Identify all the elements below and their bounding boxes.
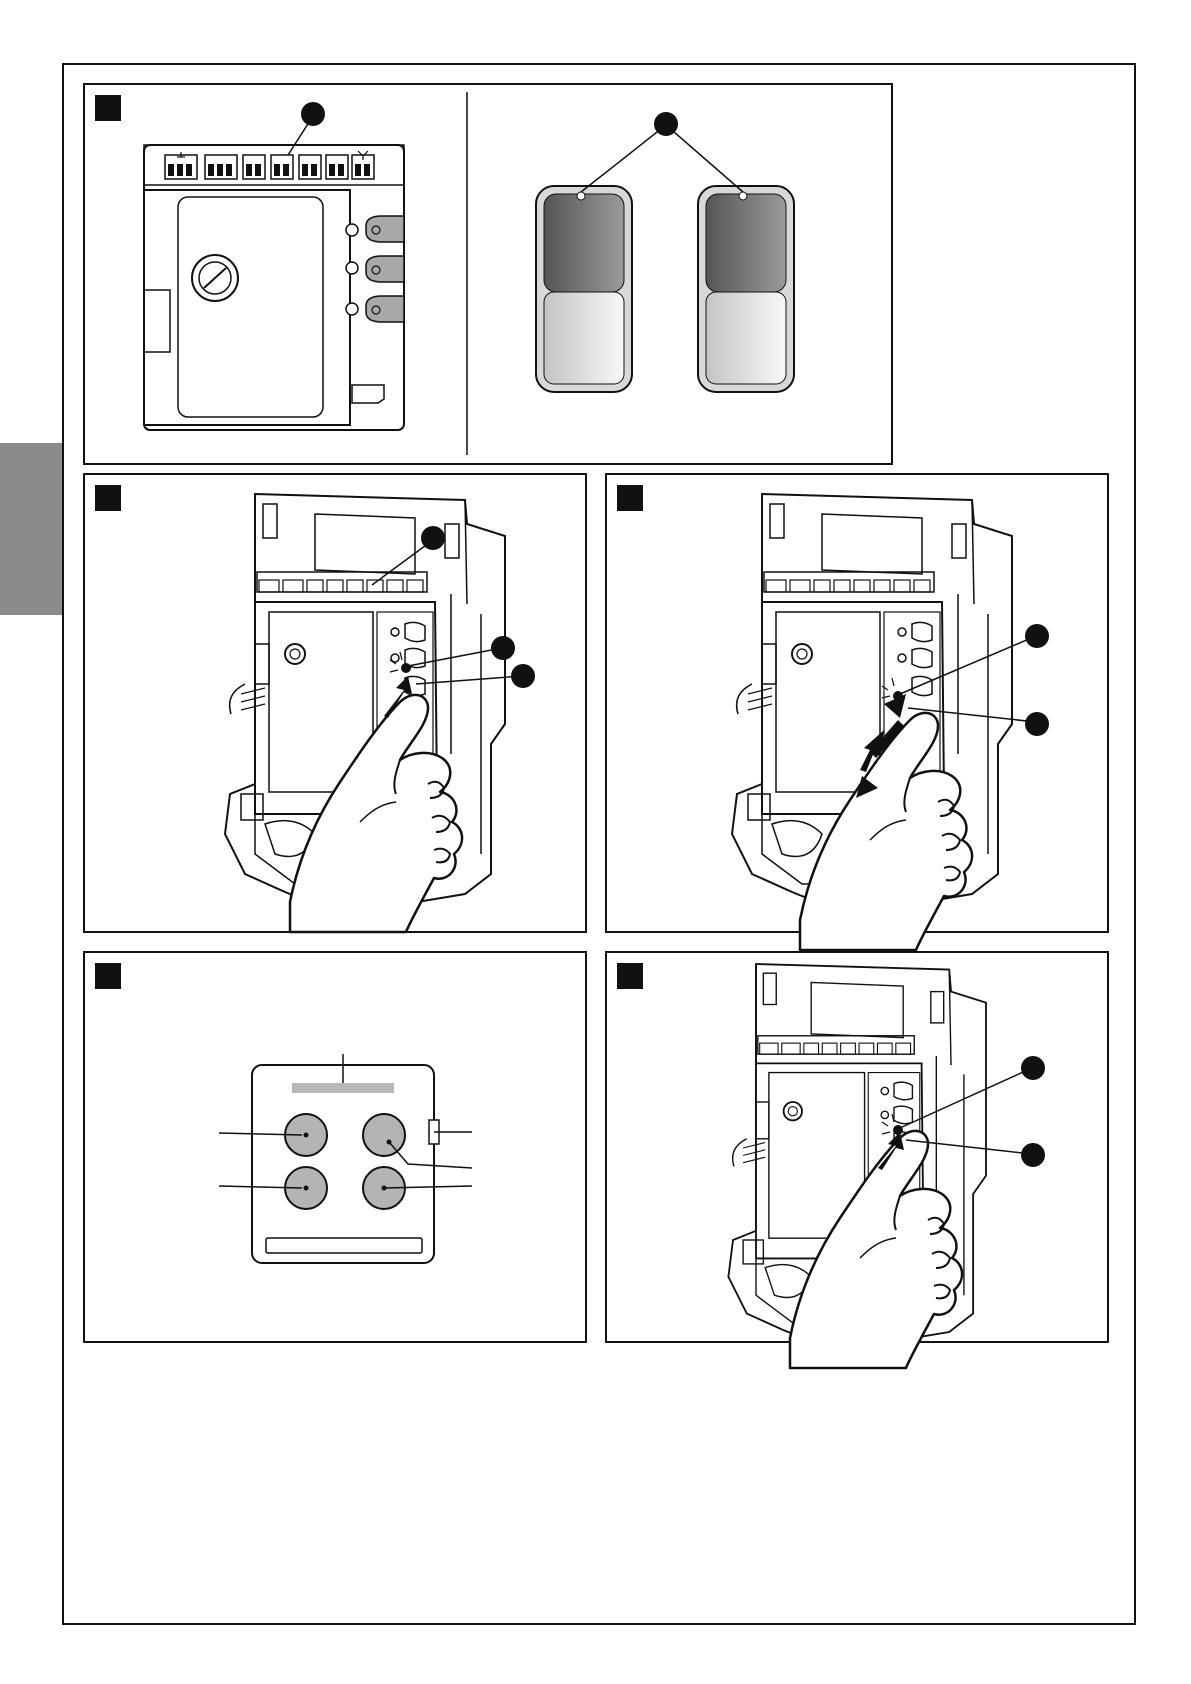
callout-1b <box>654 112 678 136</box>
figure-4-marker <box>95 963 121 989</box>
led-2 <box>346 262 358 274</box>
led-3 <box>346 303 358 315</box>
callout-5b <box>1021 1143 1045 1167</box>
figure-3-panel <box>606 474 1108 950</box>
figure-3-marker <box>617 485 643 511</box>
figure-5-marker <box>617 963 643 989</box>
remote-key-2 <box>363 1114 405 1156</box>
transmitter-right <box>698 186 794 392</box>
callout-2b <box>491 636 515 660</box>
callout-2a <box>421 526 445 550</box>
callout-1a <box>301 102 325 126</box>
transmitter-right-led <box>739 192 747 200</box>
transmitter-left-led <box>577 192 585 200</box>
led-1 <box>346 224 358 236</box>
cover-panel <box>178 197 323 417</box>
figure-5-panel <box>606 952 1108 1368</box>
figure-1-panel <box>84 84 892 464</box>
callout-2c <box>511 664 535 688</box>
figure-1-marker <box>95 95 121 121</box>
callout-5a <box>1021 1056 1045 1080</box>
transmitter-left <box>536 186 632 392</box>
button-3 <box>366 296 404 322</box>
remote-label-bar <box>292 1083 394 1093</box>
control-unit-front <box>144 145 404 430</box>
button-2 <box>366 256 404 282</box>
button-1 <box>366 216 404 242</box>
callout-3a <box>1025 624 1049 648</box>
figure-2-marker <box>95 485 121 511</box>
figure-2-panel <box>84 474 586 932</box>
figure-4-panel <box>84 952 586 1342</box>
callout-3b <box>1025 712 1049 736</box>
remote-control <box>219 1054 472 1263</box>
